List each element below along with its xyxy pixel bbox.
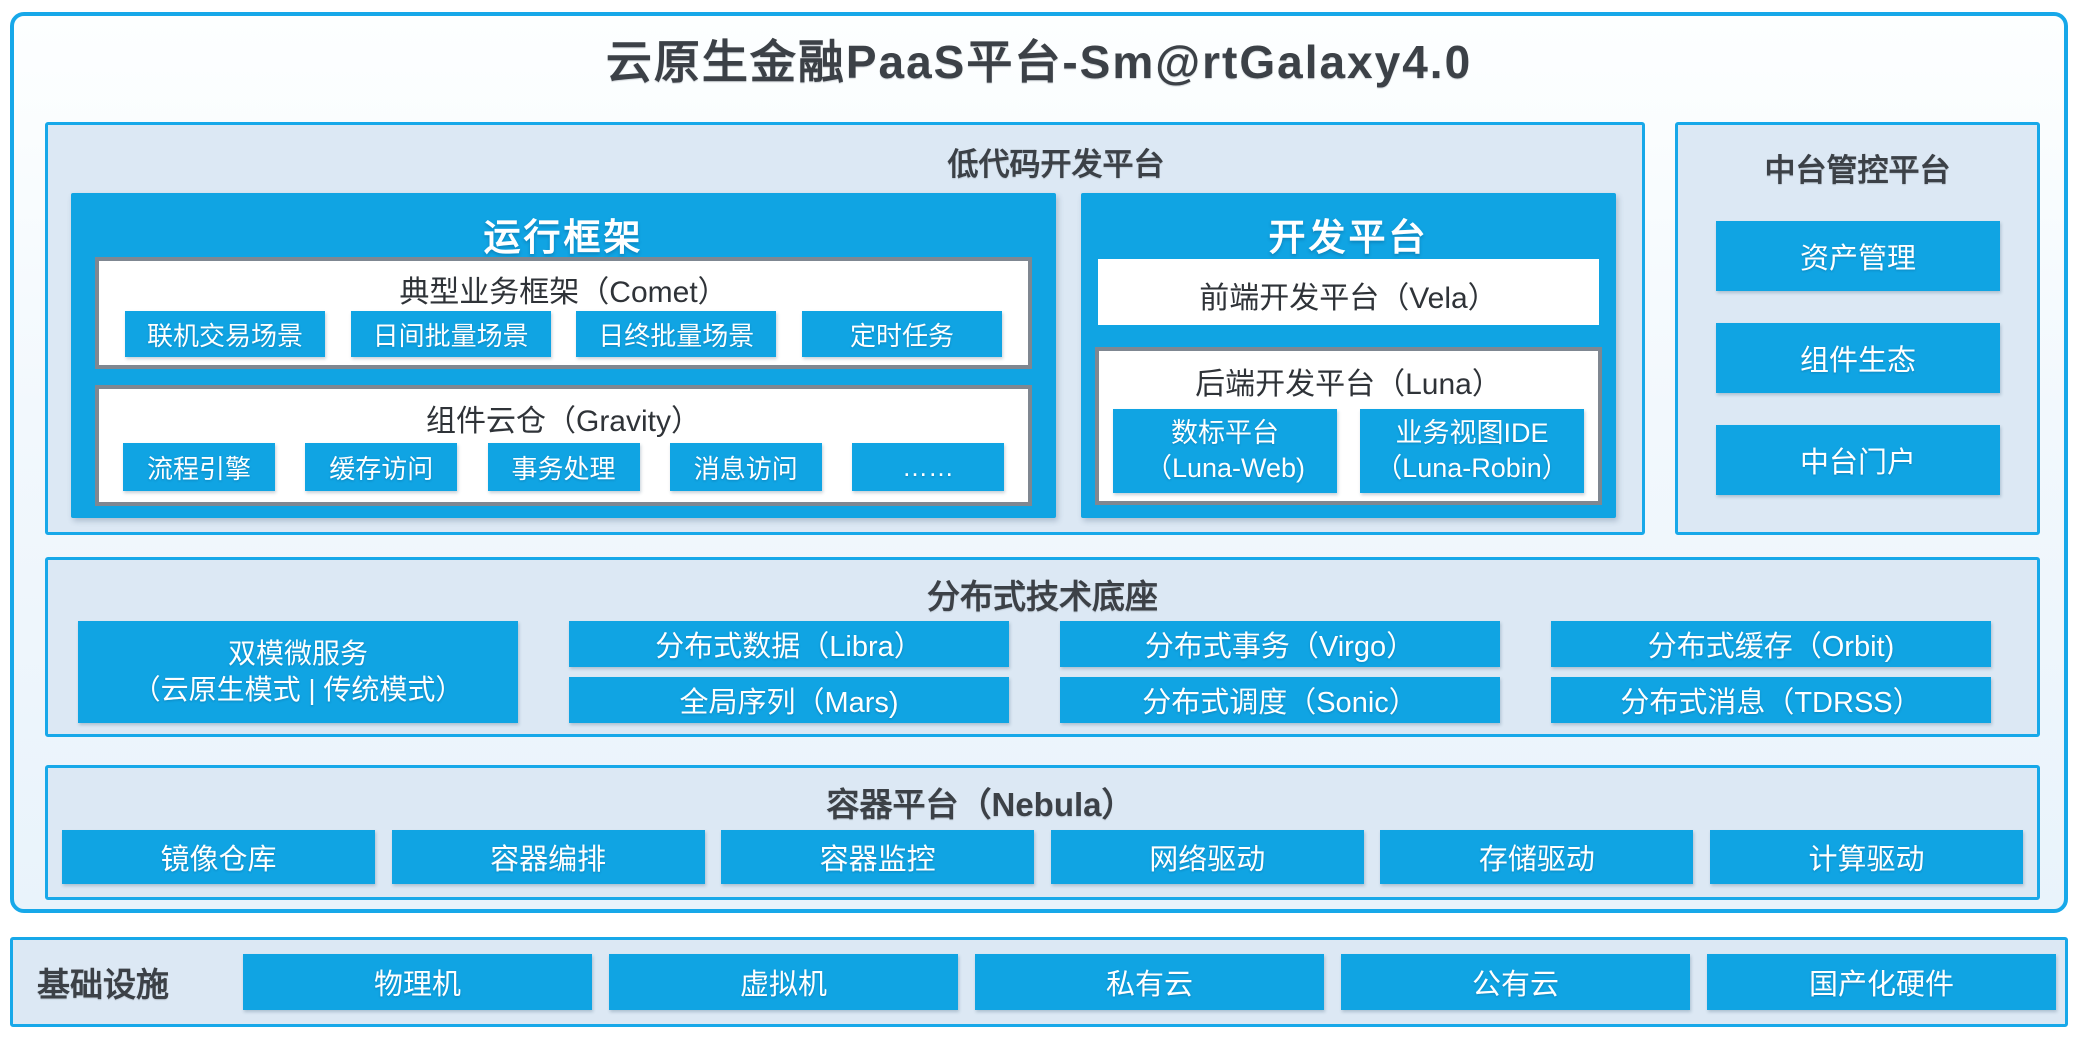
infrastructure-chip-row: 物理机 虚拟机 私有云 公有云 国产化硬件 (243, 954, 2056, 1010)
vela-box: 前端开发平台（Vela） (1098, 259, 1599, 325)
chip-network-driver: 网络驱动 (1050, 830, 1364, 884)
chip-distributed-data: 分布式数据（Libra） (569, 621, 1009, 667)
panel-infrastructure: 基础设施 物理机 虚拟机 私有云 公有云 国产化硬件 (10, 937, 2068, 1027)
dev-platform-title: 开发平台 (1268, 217, 1429, 258)
chip-midplatform-portal: 中台门户 (1716, 425, 2000, 495)
container-chip-row: 镜像仓库 容器编排 容器监控 网络驱动 存储驱动 计算驱动 (62, 830, 2023, 884)
midplatform-header: 中台管控平台 (1764, 153, 1951, 188)
luna-title: 后端开发平台（Luna） (1195, 368, 1502, 401)
lowcode-header: 低代码开发平台 (947, 147, 1165, 182)
chip-virtual-machine: 虚拟机 (609, 954, 958, 1010)
chip-image-registry: 镜像仓库 (62, 830, 375, 884)
vela-label: 前端开发平台（Vela） (1199, 282, 1498, 315)
dual-mode-line1: 双模微服务 (227, 637, 368, 669)
chip-compute-driver: 计算驱动 (1709, 830, 2023, 884)
chip-process-engine: 流程引擎 (123, 443, 275, 491)
gravity-chip-row: 流程引擎 缓存访问 事务处理 消息访问 …… (123, 443, 1004, 491)
container-platform-header-text: 容器平台（Nebula） (826, 786, 1135, 823)
comet-chip-row: 联机交易场景 日间批量场景 日终批量场景 定时任务 (125, 311, 1002, 357)
chip-online-trading: 联机交易场景 (125, 311, 325, 357)
runtime-framework-title: 运行框架 (483, 217, 644, 258)
chip-global-sequence: 全局序列（Mars) (569, 677, 1009, 723)
comet-box: 典型业务框架（Comet） 联机交易场景 日间批量场景 日终批量场景 定时任务 (95, 257, 1032, 369)
panel-container-platform: 容器平台（Nebula） 镜像仓库 容器编排 容器监控 网络驱动 存储驱动 计算… (45, 765, 2040, 900)
gravity-title: 组件云仓（Gravity） (425, 405, 701, 438)
chip-container-orchestration: 容器编排 (391, 830, 705, 884)
chip-private-cloud: 私有云 (975, 954, 1324, 1010)
dev-platform-box: 开发平台 前端开发平台（Vela） 后端开发平台（Luna） 数标平台 （Lun… (1081, 193, 1616, 518)
chip-daytime-batch: 日间批量场景 (350, 311, 551, 357)
dual-mode-line2: （云原生模式 | 传统模式） (132, 674, 464, 705)
chip-message-access: 消息访问 (669, 443, 822, 491)
container-platform-header: 容器平台（Nebula） (48, 778, 2037, 826)
chip-distributed-transaction: 分布式事务（Virgo） (1060, 621, 1500, 667)
panel-midplatform: 中台管控平台 资产管理 组件生态 中台门户 (1675, 122, 2040, 535)
chip-domestic-hardware: 国产化硬件 (1707, 954, 2056, 1010)
chip-eod-batch: 日终批量场景 (576, 311, 777, 357)
chip-luna-web-line2: （Luna-Web) (1144, 453, 1306, 483)
chip-storage-driver: 存储驱动 (1380, 830, 1694, 884)
chip-transaction-processing: 事务处理 (487, 443, 640, 491)
distributed-header: 分布式技术底座 (927, 578, 1158, 615)
panel-distributed: 分布式技术底座 双模微服务 （云原生模式 | 传统模式） 分布式数据（Libra… (45, 557, 2040, 737)
chip-asset-management: 资产管理 (1716, 221, 2000, 291)
chip-luna-robin: 业务视图IDE （Luna-Robin） (1360, 409, 1584, 493)
infrastructure-label: 基础设施 (37, 966, 169, 1003)
chip-dual-mode-microservice: 双模微服务 （云原生模式 | 传统模式） (78, 621, 518, 723)
chip-distributed-scheduling: 分布式调度（Sonic） (1060, 677, 1500, 723)
chip-ellipsis: …… (852, 443, 1004, 491)
chip-physical-machine: 物理机 (243, 954, 592, 1010)
gravity-box: 组件云仓（Gravity） 流程引擎 缓存访问 事务处理 消息访问 …… (95, 385, 1032, 506)
chip-public-cloud: 公有云 (1341, 954, 1690, 1010)
chip-luna-web: 数标平台 （Luna-Web) (1113, 409, 1337, 493)
chip-distributed-message: 分布式消息（TDRSS） (1551, 677, 1991, 723)
panel-lowcode: 低代码开发平台 运行框架 典型业务框架（Comet） 联机交易场景 日间批量场景… (45, 122, 1645, 535)
chip-luna-web-line1: 数标平台 (1171, 417, 1279, 448)
chip-container-monitoring: 容器监控 (721, 830, 1035, 884)
chip-luna-robin-line2: （Luna-Robin） (1375, 453, 1569, 483)
runtime-framework-box: 运行框架 典型业务框架（Comet） 联机交易场景 日间批量场景 日终批量场景 … (71, 193, 1056, 518)
chip-component-ecosystem: 组件生态 (1716, 323, 2000, 393)
comet-title: 典型业务框架（Comet） (399, 276, 728, 309)
page-title: 云原生金融PaaS平台-Sm@rtGalaxy4.0 (605, 36, 1473, 88)
chip-cache-access: 缓存访问 (305, 443, 458, 491)
luna-box: 后端开发平台（Luna） 数标平台 （Luna-Web) 业务视图IDE （Lu… (1095, 347, 1602, 505)
chip-luna-robin-line1: 业务视图IDE (1395, 417, 1549, 448)
chip-scheduled-task: 定时任务 (801, 311, 1002, 357)
chip-distributed-cache: 分布式缓存（Orbit) (1551, 621, 1991, 667)
